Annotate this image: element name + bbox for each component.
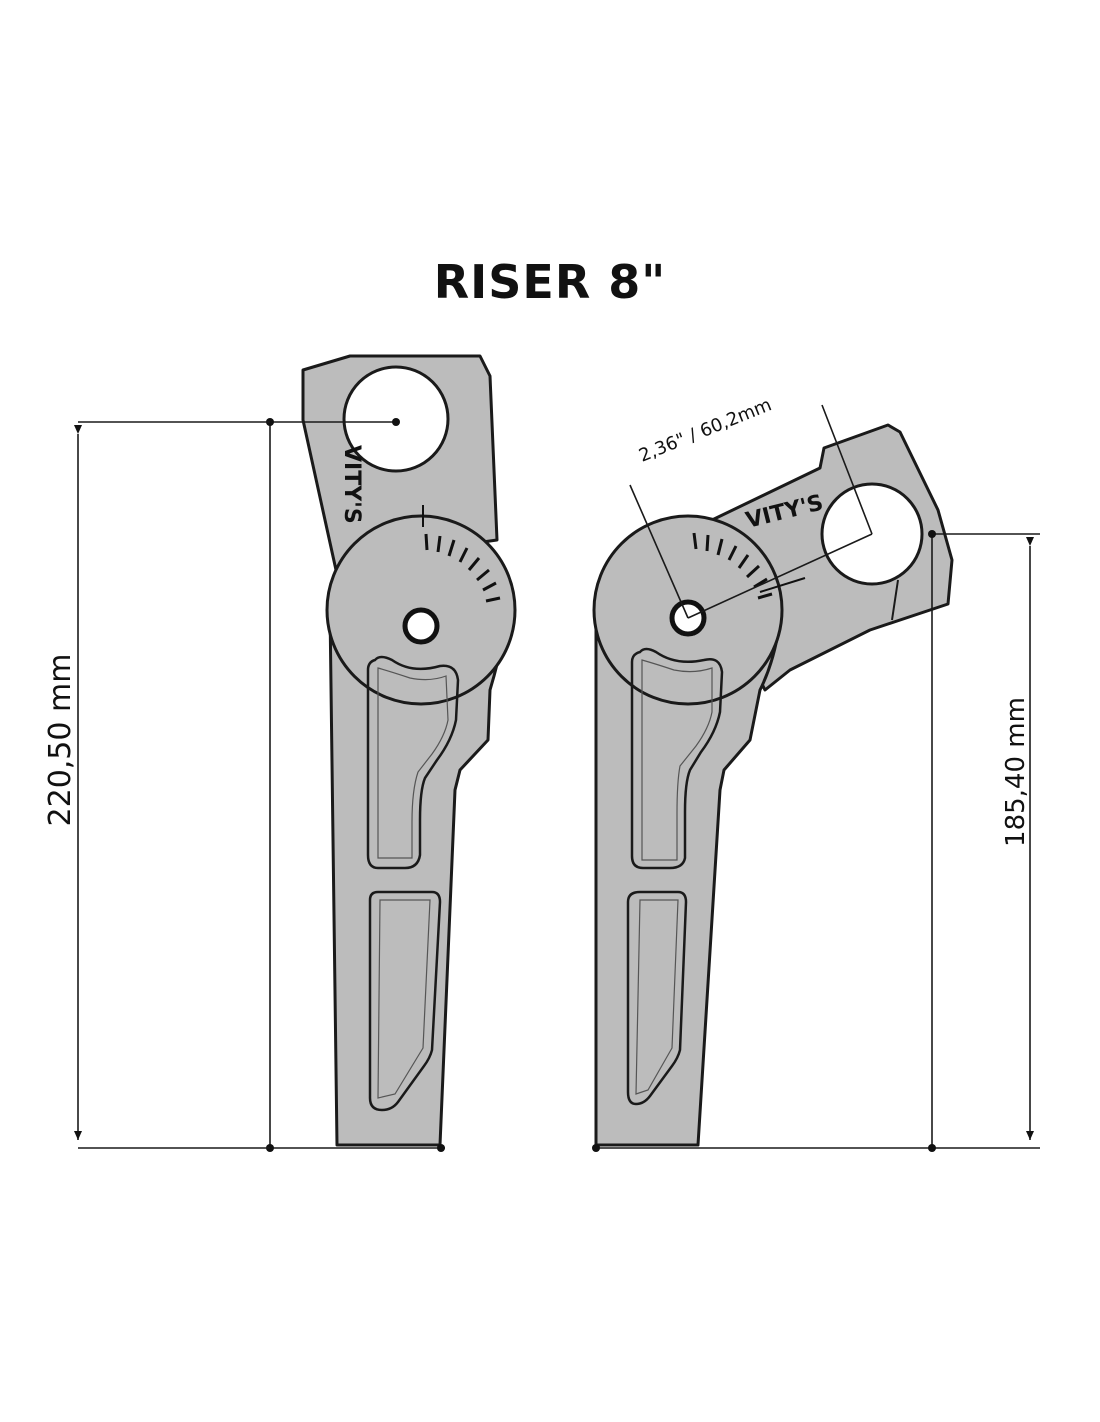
right-upper-slot <box>630 647 724 870</box>
right-height-label: 185,40 mm <box>1001 697 1031 847</box>
right-offset-leader-a <box>629 484 689 619</box>
left-height-label: 220,50 mm <box>43 654 78 827</box>
left-lower-slot <box>368 890 442 1112</box>
right-lower-slot-inner <box>635 899 679 1095</box>
left-pivot-bolt <box>402 607 440 645</box>
left-upper-slot <box>366 655 460 870</box>
left-brand-label: VITY'S <box>339 445 364 524</box>
right-lower-slot <box>626 890 688 1106</box>
right-angle-scale <box>692 532 806 600</box>
left-lower-slot-inner <box>377 899 431 1099</box>
right-offset-leader-b <box>821 404 873 535</box>
right-upper-slot-inner <box>641 659 713 861</box>
left-riser-view: VITY'S 220,5 <box>43 354 517 1152</box>
left-upper-slot-inner <box>377 667 449 859</box>
right-offset-line <box>687 533 873 619</box>
left-angle-scale <box>422 505 501 603</box>
right-offset-label: 2,36" / 60,2mm <box>636 394 775 466</box>
diagram-title: RISER 8" <box>433 255 667 309</box>
right-riser-view: VITY'S 2,36" / 60,2mm <box>592 394 1040 1152</box>
